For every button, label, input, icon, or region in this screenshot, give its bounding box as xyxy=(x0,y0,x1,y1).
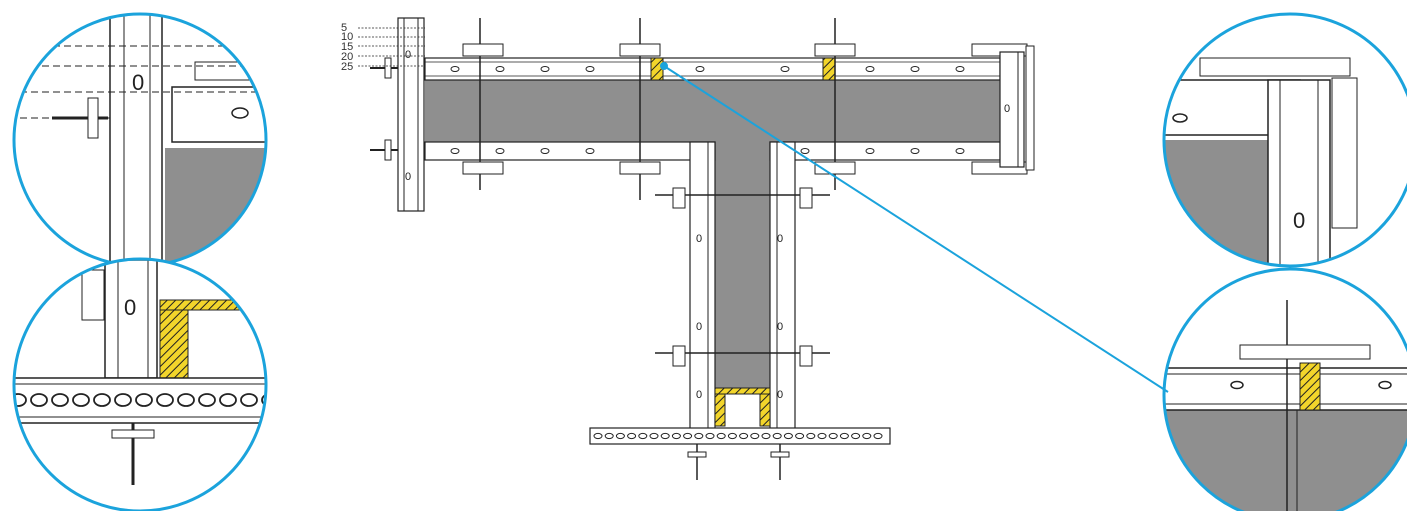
rail-hole xyxy=(30,393,48,407)
rail-hole xyxy=(14,393,27,407)
rail-hole xyxy=(114,393,132,407)
rail-hole xyxy=(705,432,715,440)
rail-hole xyxy=(727,432,737,440)
rail-hole xyxy=(156,393,174,407)
connector-line-icon xyxy=(660,62,1169,393)
rail-hole xyxy=(761,432,771,440)
magnifier-circle-icon xyxy=(12,257,268,511)
rail-hole xyxy=(240,393,258,407)
hole-mark: 0 xyxy=(132,70,144,95)
bottom-rail xyxy=(589,427,891,480)
hole-mark: 0 xyxy=(1293,208,1305,233)
detail-callout-top-right: 0 xyxy=(1162,12,1407,268)
hole-mark: 0 xyxy=(696,233,702,245)
rail-hole xyxy=(750,432,760,440)
depth-label: 5 xyxy=(341,22,347,34)
rail-hole xyxy=(261,393,266,407)
rail-hole xyxy=(615,432,625,440)
left-end-panel: 0 0 xyxy=(370,17,425,212)
rail-hole xyxy=(839,432,849,440)
rail-hole xyxy=(772,432,782,440)
rail-hole xyxy=(604,432,614,440)
magnifier-circle-icon xyxy=(1162,267,1407,511)
rail-hole xyxy=(817,432,827,440)
rail-hole xyxy=(627,432,637,440)
rail-hole xyxy=(638,432,648,440)
hole-mark: 0 xyxy=(777,321,783,333)
rail-hole xyxy=(806,432,816,440)
hole-mark: 0 xyxy=(777,233,783,245)
main-plan: 0 0 5 10 15 20 25 xyxy=(341,17,1035,480)
hole-mark: 0 xyxy=(405,49,411,61)
rail-hole xyxy=(716,432,726,440)
depth-guides: 5 10 15 20 25 xyxy=(341,22,425,73)
hole-mark: 0 xyxy=(696,389,702,401)
depth-label: 15 xyxy=(341,41,353,53)
hole-mark: 0 xyxy=(696,321,702,333)
rail-hole xyxy=(198,393,216,407)
hole-mark: 0 xyxy=(777,389,783,401)
detail-callout-top-left: 0 xyxy=(12,12,268,268)
depth-label: 25 xyxy=(341,61,353,73)
concrete-slab-vertical xyxy=(715,142,770,390)
hole-mark: 0 xyxy=(1004,103,1010,115)
depth-label: 10 xyxy=(341,31,353,43)
hole-mark: 0 xyxy=(124,295,136,320)
rail-hole xyxy=(851,432,861,440)
rail-hole xyxy=(72,393,90,407)
rail-hole xyxy=(219,393,237,407)
rail-hole xyxy=(873,432,883,440)
rail-hole xyxy=(671,432,681,440)
rail-hole xyxy=(795,432,805,440)
rail-hole xyxy=(649,432,659,440)
hole-mark: 0 xyxy=(405,171,411,183)
rail-hole xyxy=(93,393,111,407)
rail-hole xyxy=(783,432,793,440)
rail-hole xyxy=(51,393,69,407)
rail-hole xyxy=(862,432,872,440)
rail-hole xyxy=(593,432,603,440)
rail-hole xyxy=(135,393,153,407)
rail-hole xyxy=(694,432,704,440)
leg-walls: 0 0 0 0 0 0 xyxy=(655,141,830,433)
top-waler xyxy=(424,57,1001,81)
concrete-slab-horizontal xyxy=(425,80,1000,142)
detail-callout-bottom-left: 0 xyxy=(12,257,268,511)
detail-callout-bottom-right xyxy=(1162,267,1407,511)
magnifier-circle-icon xyxy=(1162,12,1407,268)
rail-hole xyxy=(660,432,670,440)
rail-hole xyxy=(739,432,749,440)
rail-hole xyxy=(177,393,195,407)
depth-label: 20 xyxy=(341,51,353,63)
rail-hole xyxy=(828,432,838,440)
rail-hole xyxy=(683,432,693,440)
right-end-panel: 0 xyxy=(999,45,1035,171)
